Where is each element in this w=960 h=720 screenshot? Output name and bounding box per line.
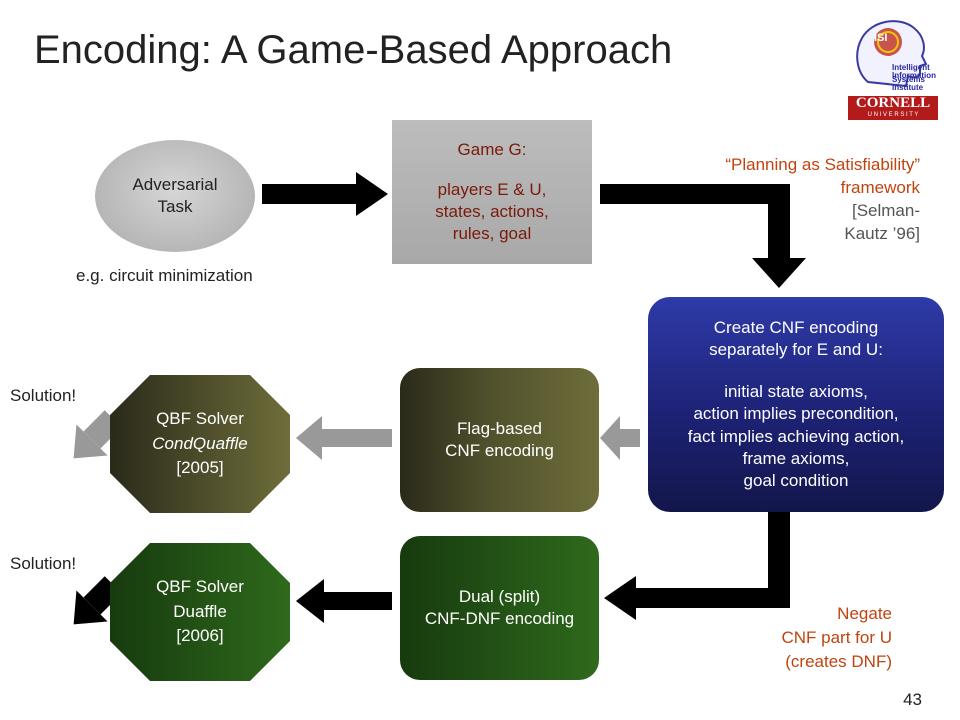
cornell-logo-text: CORNELL: [855, 95, 931, 111]
planning-note: “Planning as Satisfiability” framework […: [725, 154, 920, 246]
page-number: 43: [903, 690, 922, 709]
cnf-line2: separately for E and U:: [709, 340, 883, 360]
cnf-line4: action implies precondition,: [693, 404, 899, 424]
solution1-label: Solution!: [10, 386, 77, 405]
dual-line1: Dual (split): [458, 586, 541, 606]
page-title: Encoding: A Game-Based Approach: [34, 28, 673, 72]
cnf-line6: frame axioms,: [742, 448, 850, 468]
solver2-line1: QBF Solver: [156, 577, 244, 597]
cornell-logo: CORNELL U N I V E R S I T Y: [848, 96, 938, 120]
iisi-logo-subtitle: Intelligent Information: [892, 63, 936, 80]
adversarial-task-line1: Adversarial: [132, 174, 218, 194]
solver2-octagon: [110, 543, 290, 681]
negate-line2: CNF part for U: [781, 627, 892, 647]
arrow-to-solver1: [296, 416, 392, 460]
cnf-line7: goal condition: [743, 470, 849, 490]
planning-line2: framework: [840, 177, 920, 197]
arrow-to-dual: [604, 512, 790, 620]
head-logo-icon: [856, 20, 928, 88]
dual-line2: CNF-DNF encoding: [424, 609, 575, 628]
solver1-octagon: [110, 375, 290, 513]
flag-based-node: Flag-based CNF encoding: [400, 368, 599, 512]
solver1-node: QBF Solver CondQuaffle [2005]: [110, 375, 290, 513]
solver2-line3: [2006]: [176, 626, 224, 646]
cnf-line5: fact implies achieving action,: [687, 426, 905, 446]
adversarial-task-node: Adversarial Task: [95, 140, 255, 252]
planning-line3: [Selman-: [851, 200, 920, 220]
solver1-line1: QBF Solver: [156, 409, 244, 429]
iisi-logo-subtitle2: Systems Institute: [892, 75, 925, 92]
iisi-logo: ISI Intelligent Information Systems Inst…: [848, 12, 944, 96]
planning-line1: “Planning as Satisfiability”: [725, 155, 920, 174]
arrow-to-cnf: [600, 184, 806, 288]
iisi-logo-text: ISI: [874, 32, 888, 44]
planning-line4: Kautz ’96]: [844, 223, 920, 243]
solver2-line2: Duaffle: [173, 601, 227, 621]
solver2-node: QBF Solver Duaffle [2006]: [110, 543, 290, 681]
flag-line1: Flag-based: [456, 418, 543, 438]
game-line4: rules, goal: [452, 224, 532, 244]
arrow-to-solver2: [296, 579, 392, 623]
adversarial-task-line2: Task: [157, 197, 193, 216]
cnf-encoding-node: Create CNF encoding separately for E and…: [648, 297, 944, 512]
negate-line3: (creates DNF): [785, 651, 892, 671]
solver1-line2: CondQuaffle: [152, 433, 248, 453]
flag-line2: CNF encoding: [445, 441, 554, 460]
cornell-logo-subtext: U N I V E R S I T Y: [867, 112, 919, 118]
game-line3: states, actions,: [435, 202, 549, 221]
solution2-label: Solution!: [10, 554, 77, 573]
arrow-to-flag: [600, 416, 640, 460]
solver1-line3: [2005]: [176, 458, 224, 478]
cnf-line3: initial state axioms,: [724, 382, 868, 402]
example-label: e.g. circuit minimization: [76, 266, 253, 285]
dual-encoding-node: Dual (split) CNF-DNF encoding: [400, 536, 599, 680]
game-node: Game G: players E & U, states, actions, …: [392, 120, 592, 264]
game-line2: players E & U,: [437, 179, 547, 199]
cnf-line1: Create CNF encoding: [713, 318, 879, 338]
negate-note: Negate CNF part for U (creates DNF): [781, 602, 892, 673]
game-line1: Game G:: [457, 139, 527, 159]
negate-line1: Negate: [837, 604, 892, 623]
arrow-to-game: [262, 172, 388, 216]
